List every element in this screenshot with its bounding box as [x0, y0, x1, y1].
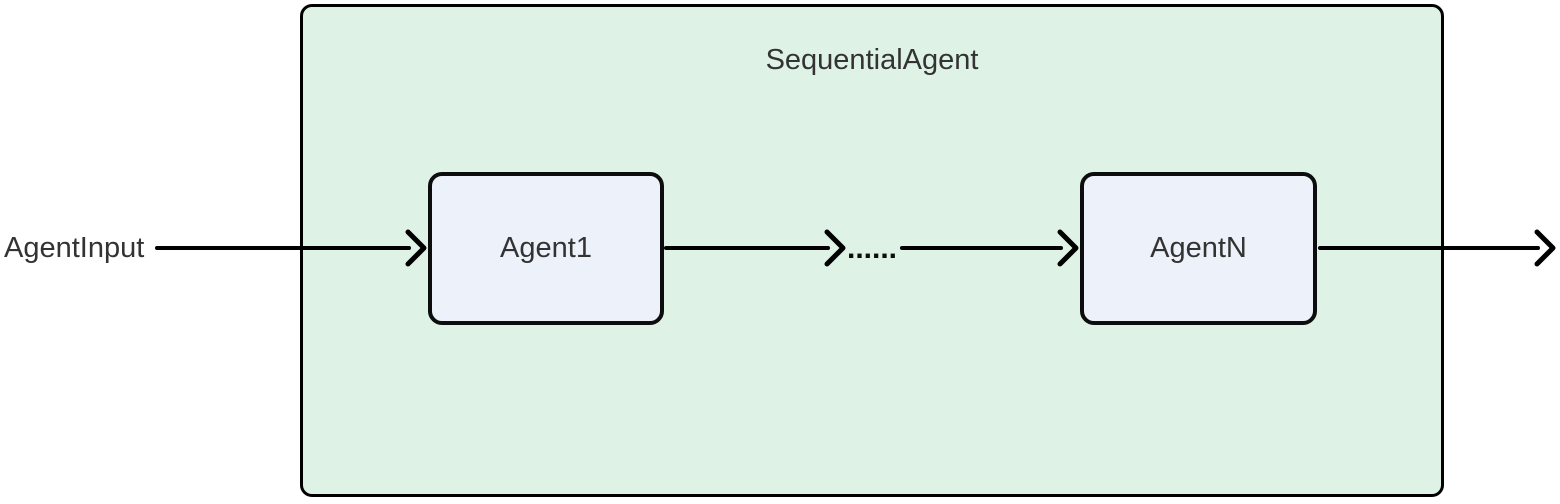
node-agentn: AgentN: [1080, 172, 1317, 325]
node-agent1-label: Agent1: [500, 232, 592, 264]
node-agentn-label: AgentN: [1150, 232, 1247, 264]
agent-input-label: AgentInput: [4, 232, 145, 264]
arrowhead-icon: [1534, 229, 1556, 267]
edge-ellipsis-label: ......: [846, 232, 897, 265]
node-agent1: Agent1: [428, 172, 664, 325]
sequential-agent-title: SequentialAgent: [765, 44, 979, 76]
